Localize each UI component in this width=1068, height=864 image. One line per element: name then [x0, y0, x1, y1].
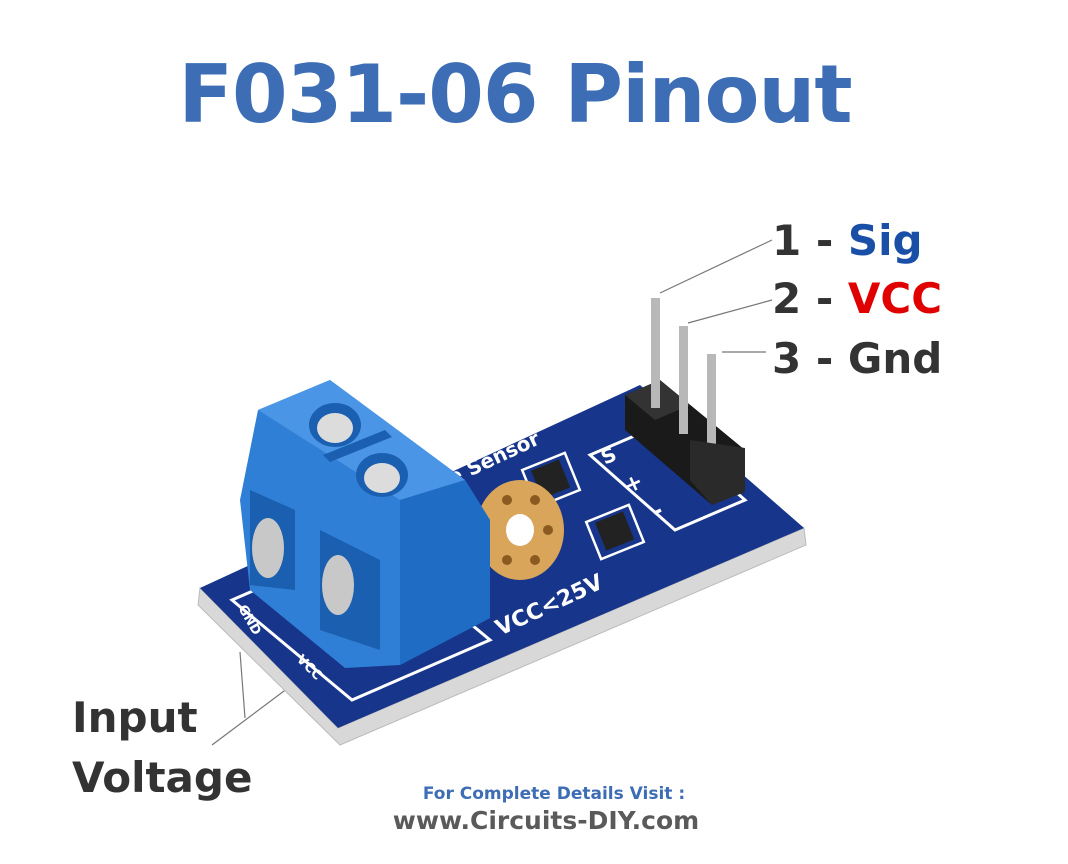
pin-name-vcc: VCC [847, 274, 943, 323]
pin-name-sig: Sig [847, 216, 923, 265]
pin-label-1: 1 - Sig [772, 216, 923, 265]
mounting-hole [476, 480, 564, 580]
pin-label-2: 2 - VCC [772, 274, 942, 323]
pin-2-vcc [679, 326, 688, 434]
pin-number-3: 3 - [772, 334, 848, 383]
footer-visit-text: For Complete Details Visit : [422, 784, 686, 804]
pin-3-gnd [707, 354, 716, 462]
leader-line-input-gnd [239, 651, 246, 719]
input-voltage-label-line1: Input [72, 693, 198, 742]
footer-website-link[interactable]: www.Circuits-DIY.com [392, 806, 700, 835]
pin-number-1: 1 - [772, 216, 848, 265]
pin-header [625, 298, 745, 505]
screw-terminal-block [240, 380, 490, 668]
pin-name-gnd: Gnd [847, 334, 943, 383]
input-voltage-label-line2: Voltage [72, 753, 253, 802]
pin-number-2: 2 - [772, 274, 848, 323]
page-title: F031-06 Pinout [178, 48, 852, 141]
pin-label-3: 3 - Gnd [772, 334, 942, 383]
leader-line-sig [659, 239, 773, 294]
pin-1-sig [651, 298, 660, 408]
leader-line-vcc [687, 299, 773, 324]
leader-line-input-vcc [211, 687, 289, 746]
